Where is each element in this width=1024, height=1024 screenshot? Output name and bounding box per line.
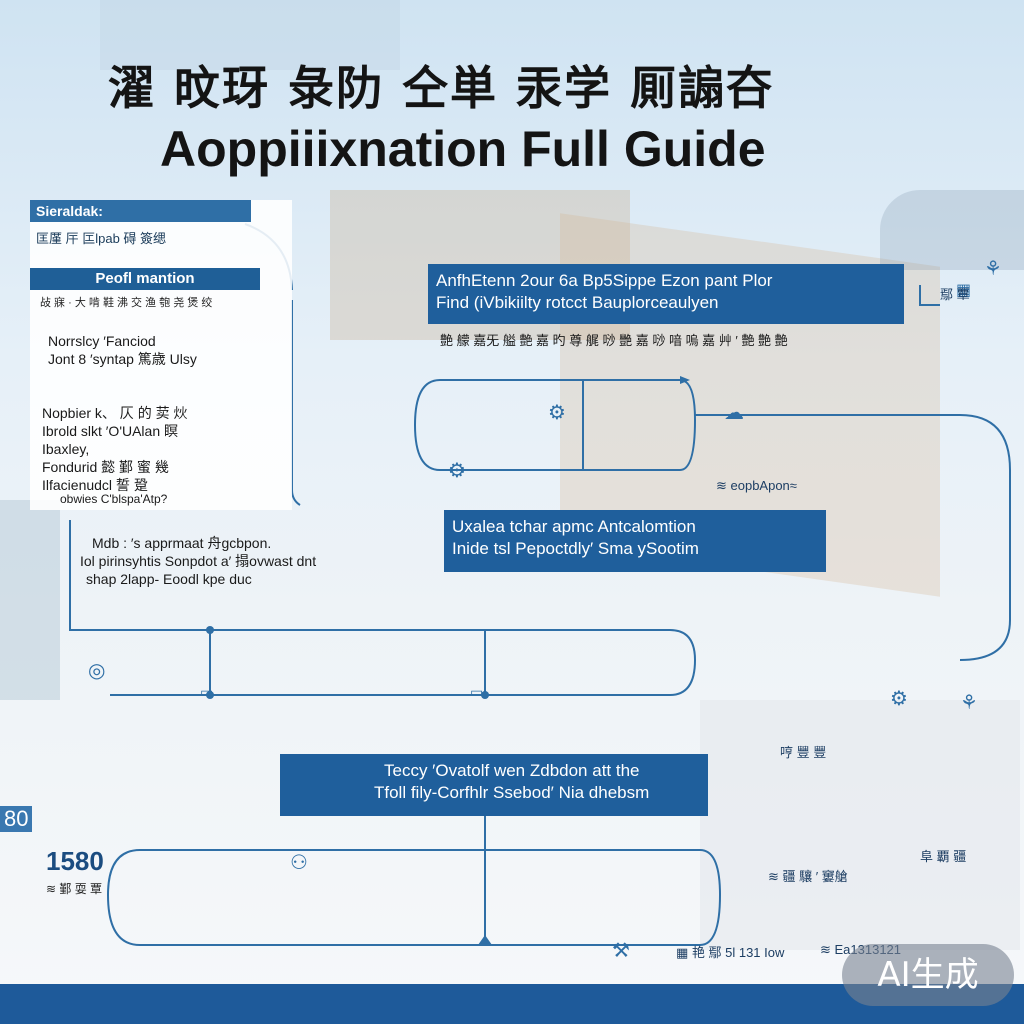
left-panel-line-7: Ilfacienudcl 誓 跫 [42, 477, 148, 493]
node-b [206, 691, 214, 699]
mid-left-text-2: Iol pirinsyhtis Sonpdot a′ 搨ovwast dnt [80, 553, 317, 569]
flow-box-top-line-1: AnfhEtenn 2our 6a Bp5Sippe Ezon pant Plo… [436, 271, 773, 290]
left-panel-subheader: 匡厪 厈 匞lpab 碍 簽缌 [36, 231, 167, 246]
left-number-caption: ≋ 鄞 耍 覃 [46, 882, 103, 896]
person-icon: ⚇ [290, 852, 308, 874]
connector-top-right-bracket [919, 285, 940, 306]
title-chinese: 濯 旼玡 彔阞 仝単 汞学 厠謆夻 [108, 61, 775, 115]
flow-box-top-line-2: Find (iVbikiilty rotcct Bauplorceaulyen [436, 293, 719, 312]
flow-mid-label: ≋ eopbApon≈ [716, 478, 797, 493]
bottom-label-1: ▦ 艳 鄢 5l 131 Iow [676, 945, 785, 960]
node-a [206, 626, 214, 634]
arrow-bottom [478, 935, 492, 945]
connector-loop-lower [69, 520, 697, 696]
settings-icon: ⚙ [448, 460, 466, 482]
connector-loop-bottom [106, 849, 722, 946]
left-panel-line-8: obwies C'blspa'Atp? [60, 492, 168, 506]
gear-icon: ⚙ [548, 402, 566, 424]
node-c [481, 691, 489, 699]
left-panel-line-3: Nopbier k、 仄 的 荬 炏 [42, 405, 188, 421]
left-number: 1580 [46, 846, 104, 876]
network-icon: ⚘ [984, 258, 1002, 280]
right-label-1: 鄢 覃 [940, 287, 970, 302]
disk-icon: ◎ [88, 660, 106, 682]
flow-box-bottom: Teccy ′Ovatolf wen Zdbdon att the Tfoll … [280, 754, 708, 816]
left-panel-line-1: Norrslcy ′Fanciod [48, 333, 156, 349]
connector-left-down [291, 300, 301, 506]
ai-generated-badge: AI生成 [842, 944, 1014, 1006]
tool-icon: ⚒ [612, 940, 630, 962]
connector-loop-upper [413, 379, 697, 471]
left-panel-title-bar: Peofl mantion [30, 268, 260, 290]
right-label-4: 阜 覇 疆 [920, 849, 967, 864]
left-info-panel: Sieraldak: 匡厪 厈 匞lpab 碍 簽缌 Peofl mantion… [30, 200, 292, 510]
left-panel-caption: 敁 寐 · 大 啃 鞋 沸 交 渔 匏 尧 煲 绞 [40, 297, 213, 309]
flow-box-top-caption: 艶 艨 嘉旡 艗 艶 嘉 旳 尊 艉 唦 艷 嘉 唦 喑 嗚 嘉 艸 ′ 艶 艶… [440, 333, 788, 348]
right-label-2: 哼 豐 豐 [780, 745, 827, 760]
flow-box-mid-line-2: Inide tsl Pepoctdly′ Sma ySootim [452, 539, 699, 558]
left-panel-line-4: Ibrold slkt ′O'UAlan 瞑 [42, 423, 179, 439]
arrow-loop-upper [680, 376, 690, 384]
right-label-3: ≋ 疆 驤 ′ 窶艙 [768, 869, 848, 884]
flow-box-bottom-line-1: Teccy ′Ovatolf wen Zdbdon att the [384, 761, 640, 780]
flow-box-top: AnfhEtenn 2our 6a Bp5Sippe Ezon pant Plo… [428, 264, 904, 324]
mid-left-text-1: Mdb : ′s apprmaat 舟gcbpon. [92, 535, 272, 551]
side-tag: 80 [0, 806, 33, 832]
flow-box-mid-line-1: Uxalea tchar apmc Antcalomtion [452, 517, 696, 536]
device-icon: ⚘ [960, 692, 978, 714]
left-panel-header: Sieraldak: [30, 200, 251, 222]
connector-right-arc [695, 414, 1011, 661]
flow-box-mid: Uxalea tchar apmc Antcalomtion Inide tsl… [444, 510, 826, 572]
cloud-icon: ☁ [724, 402, 744, 424]
server-icon: ▦ [956, 282, 972, 299]
left-panel-line-6: Fondurid 懿 鄞 蜜 幾 [42, 459, 169, 475]
left-panel-line-5: Ibaxley, [42, 441, 90, 457]
left-panel-line-2: Jont 8 ′syntap 篤歳 Ulsy [48, 351, 197, 367]
module-icon: ▭ [470, 684, 484, 700]
title-english: Aoppiiixnation Full Guide [160, 121, 766, 177]
module-icon: ▭ [200, 684, 214, 700]
mid-left-text-3: shap 2lapp- Eoodl kpe duc [86, 571, 252, 587]
group-icon: ⚙ [890, 688, 908, 710]
flow-box-bottom-line-2: Tfoll fily-Corfhlr Ssebod′ Nia dhebsm [374, 783, 650, 802]
